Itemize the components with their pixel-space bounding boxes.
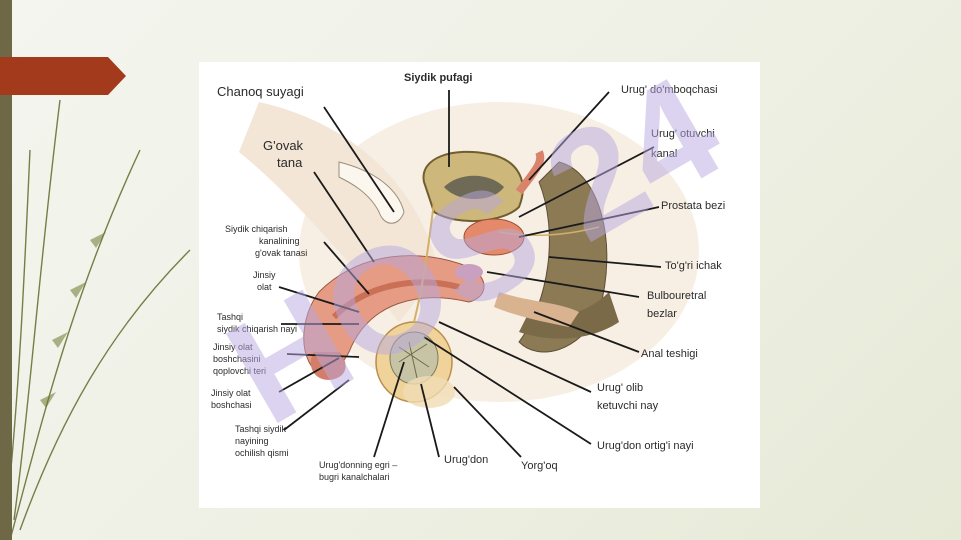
label-urug-otuvchi-1: Urug' otuvchi — [651, 128, 715, 140]
label-govak-1: G'ovak — [263, 138, 304, 153]
title-accent-tab — [0, 57, 126, 95]
label-jinsiy-olat-2: olat — [257, 282, 272, 292]
anatomy-diagram: Chanoq suyagi Siydik pufagi Urug' do'mbo… — [199, 62, 760, 508]
label-siydik-chiq-3: g'ovak tanasi — [255, 248, 308, 258]
label-togri-ichak: To'g'ri ichak — [665, 260, 722, 272]
label-tashqi-nay-1: Tashqi — [217, 312, 244, 322]
label-olib-ket-1: Urug' olib — [597, 382, 644, 394]
label-egri-2: bugri kanalchalari — [319, 472, 390, 482]
label-jinsiy-olat-1: Jinsiy — [253, 270, 276, 280]
label-prostata: Prostata bezi — [661, 200, 726, 212]
label-ochilish-3: ochilish qismi — [235, 448, 289, 458]
label-urugdon: Urug'don — [444, 454, 489, 466]
label-tashqi-nay-2: siydik chiqarish nayi — [217, 324, 298, 334]
label-yorgoq: Yorg'oq — [521, 460, 558, 472]
label-egri-1: Urug'donning egri – — [319, 460, 398, 470]
label-siydik-pufagi: Siydik pufagi — [404, 72, 473, 84]
label-anal: Anal teshigi — [641, 348, 698, 360]
label-bosh-teri-2: boshchasini — [213, 354, 261, 364]
label-olat-bosh-2: boshchasi — [211, 400, 252, 410]
label-ochilish-2: nayining — [235, 436, 269, 446]
label-olat-bosh-1: Jinsiy olat — [211, 388, 251, 398]
label-urug-domboqchasi: Urug' do'mboqchasi — [621, 84, 718, 96]
label-ortigi: Urug'don ortig'i nayi — [597, 440, 694, 452]
label-bosh-teri-1: Jinsiy olat — [213, 342, 253, 352]
label-urug-otuvchi-2: kanal — [651, 148, 678, 160]
label-chanoq-suyagi: Chanoq suyagi — [217, 84, 304, 99]
label-bosh-teri-3: qoplovchi teri — [213, 366, 267, 376]
label-bulbo-2: bezlar — [647, 308, 677, 320]
label-siydik-chiq-1: Siydik chiqarish — [225, 224, 288, 234]
label-bulbo-1: Bulbouretral — [647, 290, 707, 302]
label-govak-2: tana — [277, 155, 303, 170]
side-accent-bar — [0, 0, 12, 540]
label-ochilish-1: Tashqi siydik — [235, 424, 287, 434]
decorative-fronds — [7, 99, 191, 540]
label-siydik-chiq-2: kanalining — [259, 236, 300, 246]
anatomy-illustration — [239, 90, 699, 458]
label-olib-ket-2: ketuvchi nay — [597, 400, 659, 412]
